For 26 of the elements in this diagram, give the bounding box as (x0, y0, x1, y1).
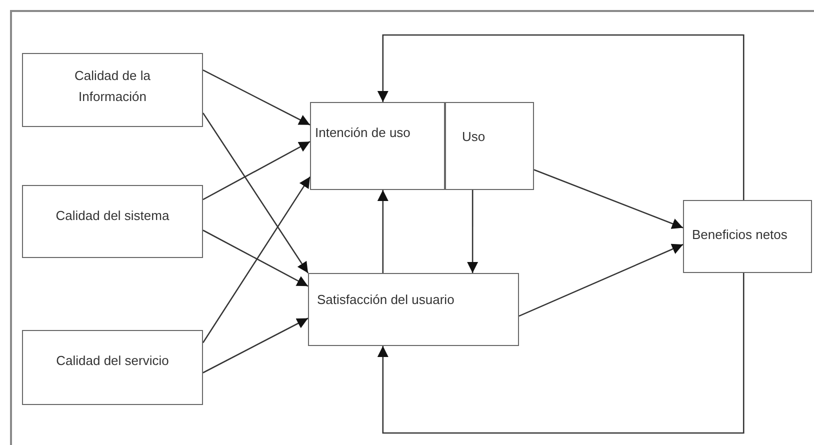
box-label: Calidad del servicio (56, 352, 169, 370)
arrow (518, 244, 684, 317)
arrow (202, 69, 310, 126)
box-label: Intención de uso (315, 124, 410, 142)
arrow (202, 230, 308, 287)
box-label: Satisfacción del usuario (317, 291, 454, 309)
box-label: Calidad de la Información (74, 67, 152, 106)
process-box (683, 200, 812, 273)
box-label: Uso (462, 128, 486, 146)
arrow (467, 190, 478, 273)
box-label: Calidad del sistema (56, 207, 170, 225)
process-box (22, 330, 203, 405)
process-box (22, 53, 203, 127)
process-box (445, 102, 534, 190)
box-label: Beneficios netos (692, 226, 788, 244)
arrow (377, 34, 744, 200)
arrow (202, 176, 311, 344)
process-box (308, 273, 519, 346)
arrow (534, 169, 684, 229)
process-box (22, 185, 203, 258)
arrow (202, 318, 308, 374)
arrow (202, 141, 310, 200)
arrow (377, 190, 388, 273)
arrow (377, 273, 744, 434)
process-box (310, 102, 445, 190)
arrow (202, 112, 309, 274)
